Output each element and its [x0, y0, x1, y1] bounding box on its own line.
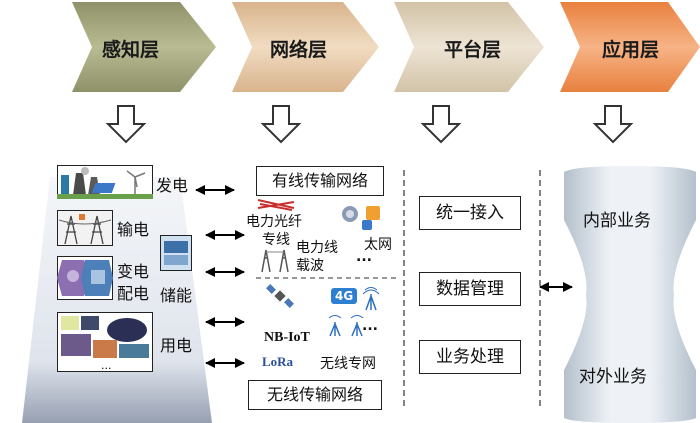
chevron-platform: [394, 2, 544, 92]
application-panel: [564, 166, 696, 423]
wireless-ellipsis: ...: [362, 318, 378, 334]
consumption-ellipsis: ...: [101, 359, 112, 372]
badge-4g: 4G: [331, 288, 358, 304]
storage-label: 储能: [160, 286, 193, 305]
substation-image: [57, 256, 113, 300]
fiber-label-line2: 专线: [262, 232, 290, 248]
layer-label-perception: 感知层: [102, 39, 160, 61]
distribution-label: 配电: [117, 284, 150, 303]
platform-application-link: [539, 282, 573, 292]
down-arrows: [105, 105, 634, 144]
down-arrow-icon: [260, 105, 302, 144]
external-business-label: 对外业务: [579, 367, 647, 387]
chevron-application: [560, 2, 700, 92]
plc-label-line1: 电力线: [296, 240, 338, 256]
power-line-carrier-image: [261, 249, 289, 273]
perception-network-links: [195, 185, 245, 368]
antenna-icon: [328, 315, 342, 337]
antenna-icon: [362, 287, 380, 311]
private-wireless-label: 无线专网: [320, 356, 376, 372]
consumption-image: ...: [57, 312, 153, 372]
generation-label: 发电: [156, 176, 189, 195]
ethernet-label: 太网: [364, 237, 392, 253]
consumption-label: 用电: [160, 336, 193, 355]
generation-image: [57, 165, 153, 199]
transmission-image: [57, 210, 113, 246]
internal-business-label: 内部业务: [583, 211, 651, 231]
layer-chevrons: [72, 2, 700, 92]
wireless-network-title: 无线传输网络: [248, 380, 382, 410]
unified-access-box: 统一接入: [419, 196, 521, 230]
fiber-image: [257, 199, 295, 211]
storage-image: [160, 235, 192, 271]
layer-label-platform: 平台层: [444, 39, 502, 61]
wired-ellipsis: ...: [356, 249, 372, 265]
chevron-perception: [72, 2, 216, 92]
fiber-label-line1: 电力光纤: [246, 214, 302, 230]
down-arrow-icon: [420, 105, 462, 144]
antenna-icon: [350, 315, 364, 337]
down-arrow-icon: [592, 105, 634, 144]
business-processing-box: 业务处理: [419, 340, 521, 374]
chevron-network: [232, 2, 379, 92]
nbiot-label: NB-IoT: [264, 330, 310, 345]
satellite-icon: [266, 284, 294, 308]
down-arrow-icon: [105, 105, 147, 144]
wired-network-title: 有线传输网络: [256, 166, 384, 196]
data-management-box: 数据管理: [419, 272, 521, 306]
lora-label: LoRa: [262, 354, 294, 369]
layer-label-application: 应用层: [602, 39, 660, 61]
transformation-label: 变电: [117, 262, 150, 281]
layer-label-network: 网络层: [270, 39, 328, 61]
plc-label-line2: 载波: [296, 258, 324, 274]
ethernet-image: [342, 206, 380, 230]
wired-wireless-separator: [256, 277, 396, 279]
transmission-label: 输电: [117, 220, 150, 239]
